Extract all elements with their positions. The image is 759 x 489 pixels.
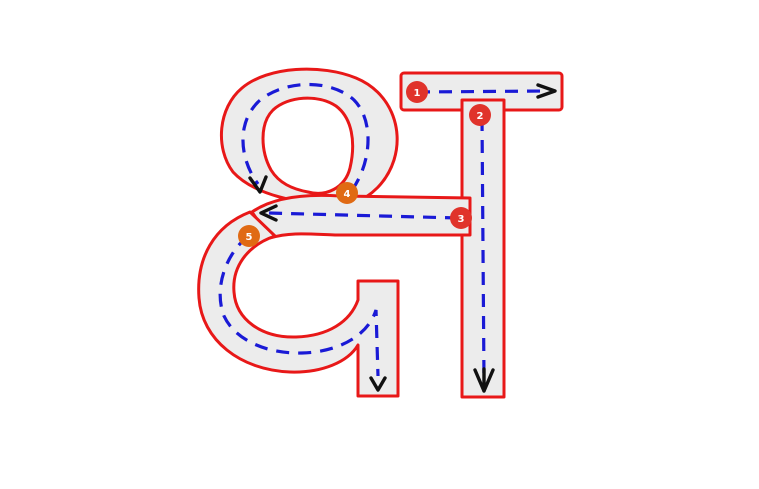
guide-path-5 (218, 234, 380, 377)
step-badge-3: 3 (450, 207, 472, 229)
step-badge-4: 4 (336, 182, 358, 204)
step-badges: 1 2 3 4 5 (238, 81, 491, 247)
arrow-head-1-icon (536, 83, 557, 99)
guide-paths (218, 82, 549, 381)
guide-path-3 (267, 211, 459, 220)
arrow-head-3-icon (259, 204, 278, 222)
step-badge-5-label: 5 (246, 232, 253, 243)
lower-bowl-track (197, 210, 400, 398)
step-badge-2: 2 (469, 104, 491, 126)
arrow-heads (248, 83, 557, 393)
step-badge-2-label: 2 (477, 111, 484, 122)
step-badge-1: 1 (406, 81, 428, 103)
step-badge-3-label: 3 (458, 214, 465, 225)
upper-loop-track (219, 67, 399, 208)
step-badge-1-label: 1 (414, 88, 421, 99)
arrow-head-5-icon (369, 376, 387, 392)
arrow-head-4-icon (248, 175, 268, 194)
letter-outline (197, 67, 564, 399)
step-badge-5: 5 (238, 225, 260, 247)
arrow-head-2-icon (473, 367, 495, 393)
step-badge-4-label: 4 (344, 189, 351, 200)
guide-path-4 (241, 82, 370, 191)
